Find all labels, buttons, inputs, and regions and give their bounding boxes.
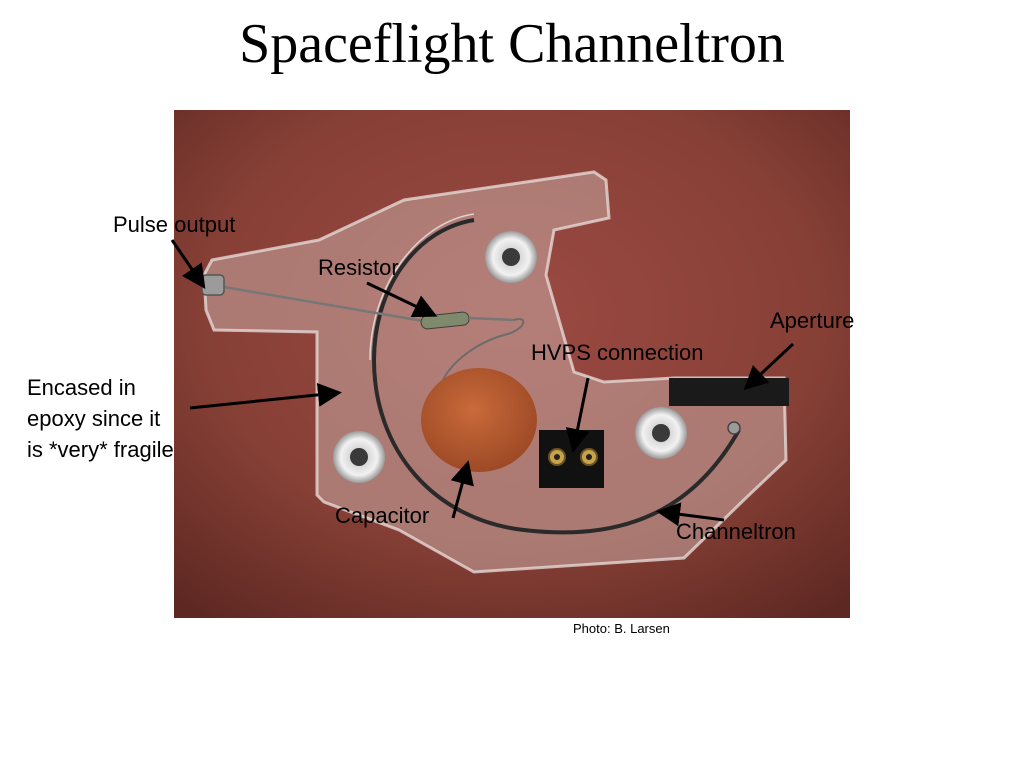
label-epoxy: Encased in epoxy since it is *very* frag…: [27, 372, 174, 465]
screw-right: [635, 407, 687, 459]
label-epoxy-line2: epoxy since it: [27, 406, 161, 431]
label-capacitor: Capacitor: [335, 503, 430, 528]
photo-credit: Photo: B. Larsen: [573, 621, 670, 636]
aperture-block: [669, 378, 789, 406]
label-epoxy-line1: Encased in: [27, 375, 136, 400]
capacitor-disc: [421, 368, 537, 472]
channeltron-photo: [174, 110, 850, 618]
label-epoxy-line3: is *very* fragile: [27, 437, 174, 462]
pulse-output-wire: [217, 284, 430, 324]
label-resistor: Resistor: [318, 255, 399, 280]
screw-left: [333, 431, 385, 483]
label-aperture: Aperture: [770, 308, 855, 333]
channeltron-tube-highlight: [369, 213, 475, 361]
screw-top: [485, 231, 537, 283]
pulse-output-connector: [201, 274, 225, 296]
slide-title: Spaceflight Channeltron: [239, 13, 785, 75]
label-pulse-output: Pulse output: [113, 212, 236, 237]
label-channeltron: Channeltron: [676, 519, 796, 544]
label-hvps-connection: HVPS connection: [531, 340, 704, 365]
